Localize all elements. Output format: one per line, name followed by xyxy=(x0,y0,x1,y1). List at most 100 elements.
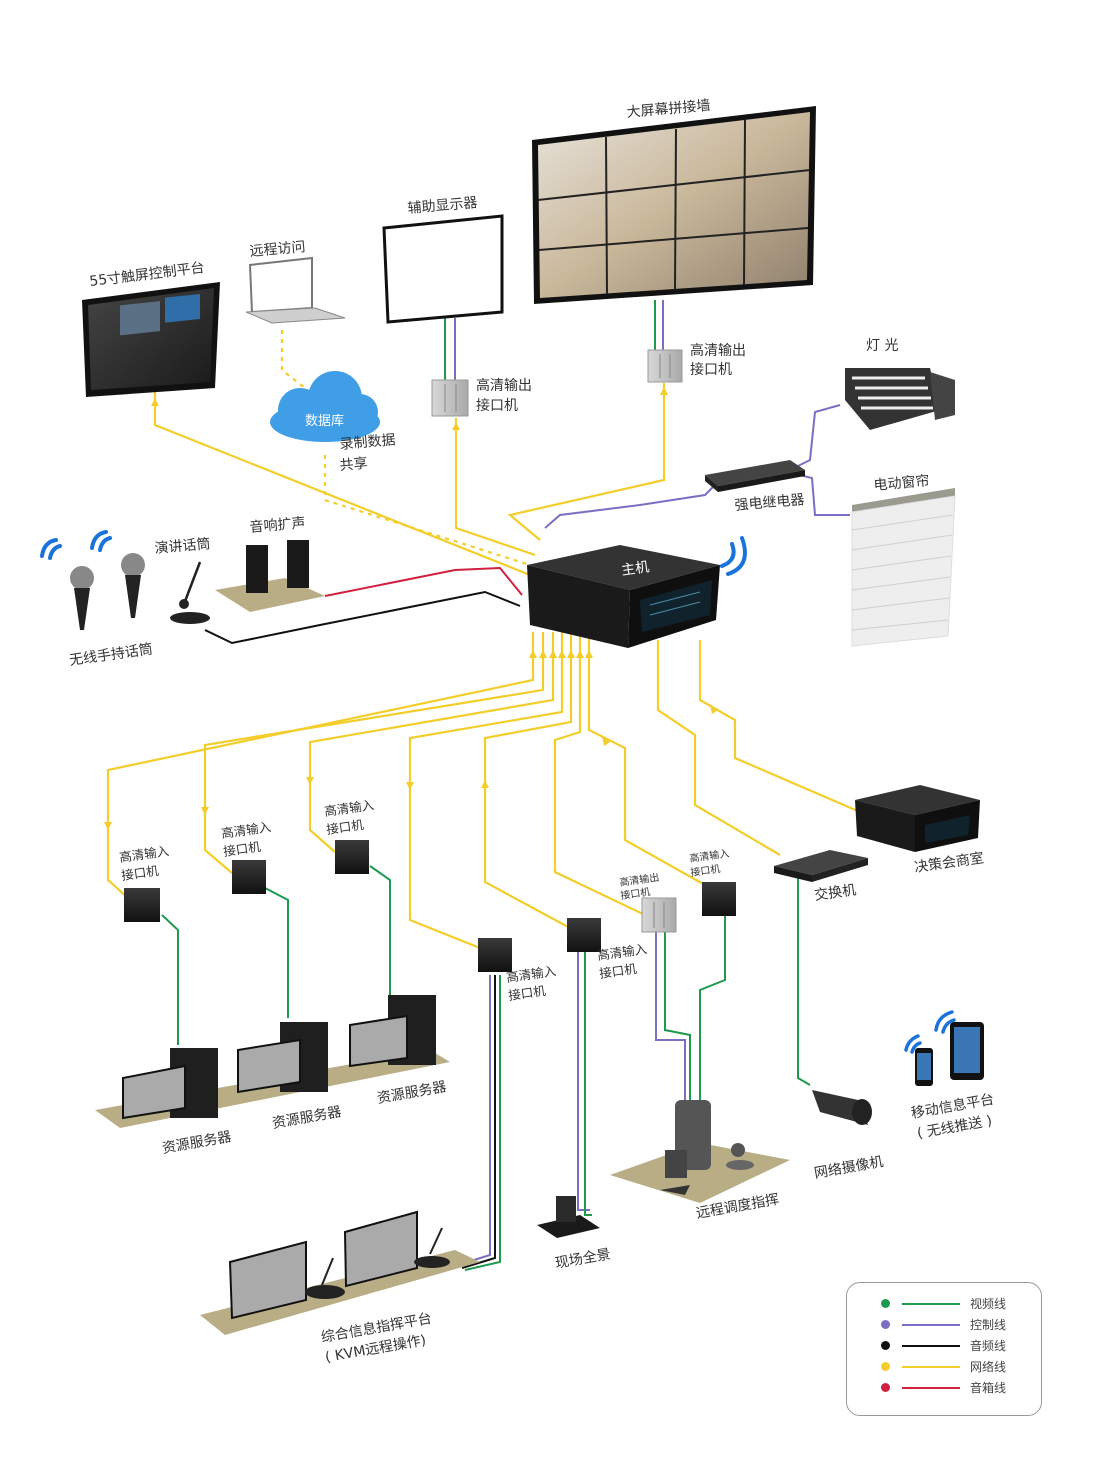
relay xyxy=(705,460,805,492)
speech-mic xyxy=(170,561,210,624)
net-line-hd-out-1 xyxy=(454,418,536,557)
label-hd-in-4a: 高清输入 xyxy=(505,963,557,985)
label-resource-server-2: 资源服务器 xyxy=(271,1104,343,1132)
label-speech-mic: 演讲话筒 xyxy=(154,535,211,557)
legend-line-swatch xyxy=(902,1386,960,1389)
video-wall xyxy=(532,106,816,304)
label-hd-in-1b: 接口机 xyxy=(120,863,160,883)
legend-label: 网络线 xyxy=(970,1360,1007,1374)
hd-out-box-1 xyxy=(431,379,469,417)
net-line-hd-in-5 xyxy=(483,632,573,929)
label-host: 主机 xyxy=(620,559,650,579)
label-hd-out-3a: 高清输出 xyxy=(619,871,660,889)
audio-lines xyxy=(204,566,523,1269)
net-line-hd-in-2 xyxy=(203,632,545,874)
legend-item-speaker: 音箱线 xyxy=(881,1377,1041,1398)
label-hd-in-5a: 高清输入 xyxy=(596,941,648,963)
label-hd-out-3b: 接口机 xyxy=(620,885,652,902)
label-resource-server-1: 资源服务器 xyxy=(161,1129,233,1157)
label-hd-in-2b: 接口机 xyxy=(222,839,262,859)
video-line-panorama xyxy=(584,950,592,1216)
label-hd-out-2a: 高清输出 xyxy=(690,342,746,359)
net-line-database xyxy=(323,455,531,567)
switch xyxy=(774,850,868,882)
curtain xyxy=(851,488,956,647)
kvm-platform xyxy=(200,1210,480,1335)
video-line-dispatch-b xyxy=(699,915,726,1100)
net-line-hd-in-6 xyxy=(587,632,706,886)
legend-label: 音箱线 xyxy=(970,1381,1007,1395)
legend-label: 视频线 xyxy=(970,1297,1007,1311)
ctrl-line-lighting xyxy=(789,404,841,471)
label-hd-in-5b: 接口机 xyxy=(598,961,638,981)
aux-display xyxy=(382,214,504,324)
legend-item-video: 视频线 xyxy=(881,1293,1041,1314)
net-line-hd-in-1 xyxy=(106,632,535,899)
hd-in-box-3 xyxy=(335,840,369,874)
label-speakers: 音响扩声 xyxy=(249,514,306,536)
label-aux-display: 辅助显示器 xyxy=(407,195,478,217)
video-line-kvm xyxy=(464,975,501,1271)
hd-in-box-6 xyxy=(702,882,736,916)
label-hd-in-3a: 高清输入 xyxy=(323,797,375,819)
legend-dot-icon xyxy=(881,1341,890,1350)
database-cloud xyxy=(270,371,380,442)
label-hd-in-4b: 接口机 xyxy=(507,983,547,1003)
host-wifi-icon xyxy=(720,536,747,576)
label-decision-room: 决策会商室 xyxy=(913,849,985,876)
network-lines xyxy=(106,330,861,950)
wifi-icon-mic-1 xyxy=(40,538,62,560)
legend-dot-icon xyxy=(881,1362,890,1371)
video-lines xyxy=(161,300,811,1271)
label-network-camera: 网络摄像机 xyxy=(813,1154,885,1182)
label-record-share-1: 录制数据 xyxy=(339,432,396,453)
wireless-mics xyxy=(70,553,145,630)
speakers xyxy=(215,540,325,612)
legend-label: 控制线 xyxy=(970,1318,1007,1332)
wifi-icon-mic-2 xyxy=(90,530,112,552)
video-line-server-2 xyxy=(264,887,289,1018)
wifi-icon-mobile-2 xyxy=(934,1010,956,1034)
label-resource-server-3: 资源服务器 xyxy=(376,1079,448,1107)
net-line-hd-out-3 xyxy=(553,632,646,916)
label-wireless-mic: 无线手持话筒 xyxy=(68,640,154,669)
label-hd-in-1a: 高清输入 xyxy=(118,843,170,865)
label-video-wall: 大屏幕拼接墙 xyxy=(626,97,711,121)
hd-out-box-3 xyxy=(641,897,677,933)
net-line-hd-in-3 xyxy=(308,632,555,853)
net-line-hd-out-2 xyxy=(507,383,666,541)
audio-line-speech-mic xyxy=(204,590,521,645)
label-panorama: 现场全景 xyxy=(554,1245,612,1271)
legend-line-swatch xyxy=(902,1365,960,1368)
label-hd-in-6b: 接口机 xyxy=(690,862,722,879)
lighting xyxy=(845,368,955,430)
video-line-server-3 xyxy=(369,865,391,995)
legend-dot-icon xyxy=(881,1320,890,1329)
label-hd-in-6a: 高清输入 xyxy=(689,847,730,865)
hd-in-box-2 xyxy=(232,860,266,894)
label-lighting: 灯 光 xyxy=(866,338,898,354)
net-line-switch xyxy=(656,640,781,856)
legend-item-control: 控制线 xyxy=(881,1314,1041,1335)
touch-panel xyxy=(82,282,220,397)
remote-dispatch-station xyxy=(610,1100,790,1203)
label-hd-out-1a: 高清输出 xyxy=(476,377,532,394)
speaker-line xyxy=(324,566,523,597)
legend-item-audio: 音频线 xyxy=(881,1335,1041,1356)
hd-in-box-1 xyxy=(124,888,160,922)
video-line-dispatch-a xyxy=(664,930,691,1100)
legend-dot-icon xyxy=(881,1299,890,1308)
label-relay: 强电继电器 xyxy=(734,492,805,514)
decision-room-host xyxy=(855,785,980,852)
video-line-server-1 xyxy=(161,914,179,1045)
hd-out-box-2 xyxy=(647,349,683,383)
net-line-hd-in-4 xyxy=(408,632,564,950)
label-hd-out-2b: 接口机 xyxy=(690,361,732,378)
wifi-icon-mobile-1 xyxy=(904,1034,922,1054)
net-line-decision xyxy=(698,640,861,814)
host xyxy=(527,545,720,648)
ctrl-line-kvm xyxy=(457,975,491,1266)
legend-line-swatch xyxy=(902,1302,960,1305)
hd-in-box-4 xyxy=(478,938,512,972)
